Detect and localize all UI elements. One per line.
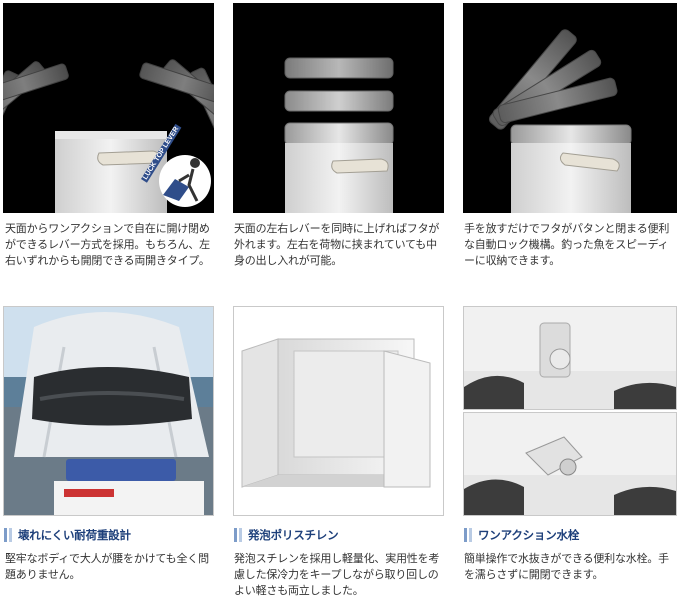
polystyrene-liner-photo: [233, 306, 444, 516]
feature-heading-4: 壊れにくい耐荷重設計: [4, 528, 131, 542]
feature-caption-2: 天面の左右レバーを同時に上げればフタが外れます。左右を荷物に挟まれていても中身の…: [234, 222, 440, 267]
feature-heading-6: ワンアクション水栓: [464, 528, 579, 542]
feature-heading-5: 発泡ポリスチレン: [234, 528, 339, 542]
lid-removal-photo: [233, 3, 444, 213]
feature-caption-3: 手を放すだけでフタがパタンと閉まる便利な自動ロック機構。釣った魚をスピーディーに…: [464, 222, 670, 267]
drain-plug-closed-photo: [463, 306, 677, 410]
feature-caption-5: 発泡スチレンを採用し軽量化、実用性を考慮した保冷力をキープしながら取り回しのよい…: [234, 552, 440, 597]
auto-lock-photo: [463, 3, 677, 213]
seated-load-photo: [3, 306, 214, 516]
feature-caption-6: 簡単操作で水抜きができる便利な水栓。手を濡らさずに開閉できます。: [464, 552, 669, 581]
feature-caption-1: 天面からワンアクションで自在に開け閉めができるレバー方式を採用。もちろん、左右い…: [5, 222, 210, 267]
feature-caption-4: 堅牢なボディで大人が腰をかけても全く問題ありません。: [5, 552, 209, 581]
lever-open-photo: LUCK TOP LEVER: [3, 3, 214, 213]
drain-plug-open-photo: [463, 412, 677, 516]
